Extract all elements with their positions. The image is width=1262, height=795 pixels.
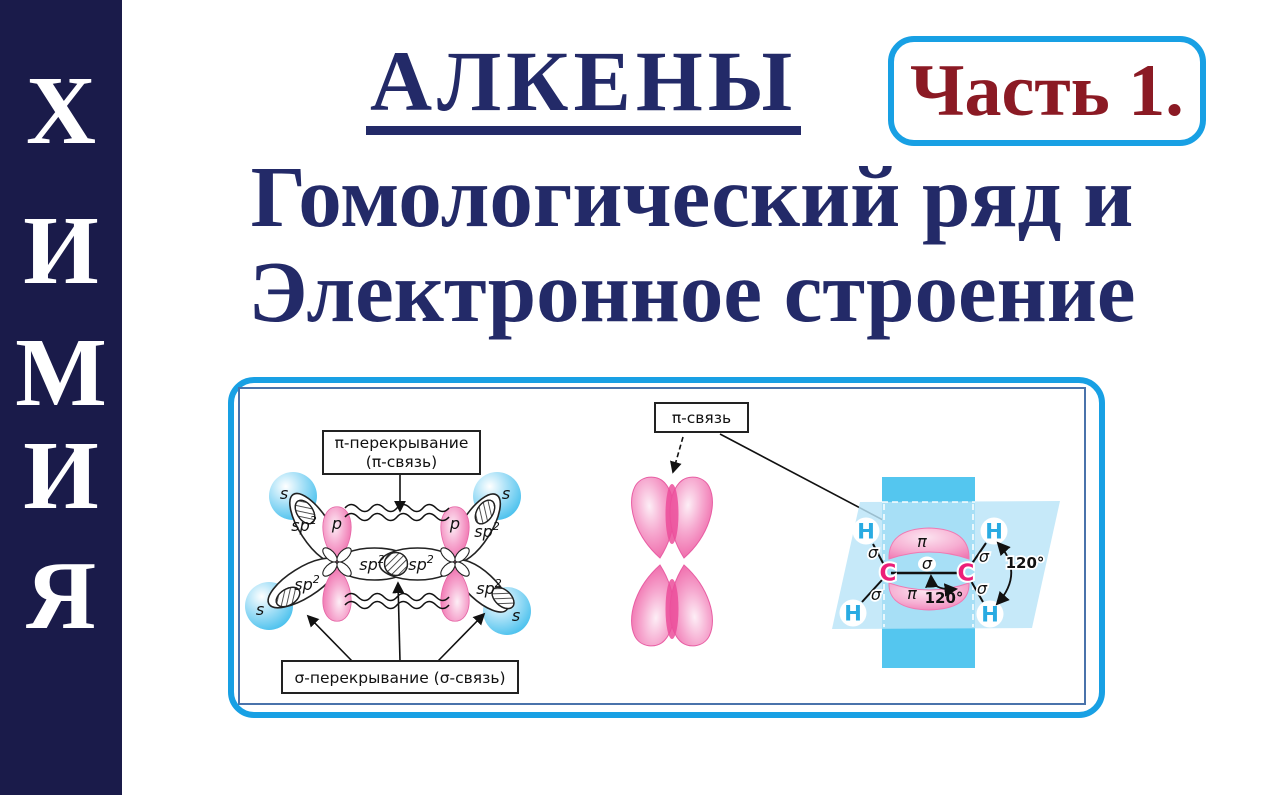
c-h-sigma-bonds <box>861 542 987 603</box>
sp2-base: sp <box>474 522 493 541</box>
hydrogen-label: H <box>844 602 862 626</box>
ethylene-geometry-figure: σ σ σ σ σ H H H H C C π π <box>832 477 1060 668</box>
sigma-label-backdrop <box>918 556 936 572</box>
sigma-bond-labels: σ σ σ σ <box>866 541 992 606</box>
part-badge: Часть 1. <box>888 36 1206 146</box>
sp2-label: sp2 <box>359 553 385 574</box>
sigma-bond-label: σ <box>871 585 882 604</box>
chemistry-sidebar: Х И М И Я <box>0 0 122 795</box>
sp2-sup: 2 <box>378 553 385 566</box>
p-orbital-label: p <box>449 514 460 533</box>
subtitle-line-2: Электронное строение <box>248 242 1136 340</box>
sidebar-letter: И <box>23 422 99 529</box>
s-orbital-label: s <box>512 606 520 625</box>
sp2-label: sp2 <box>476 577 502 598</box>
sp2-label: sp2 <box>291 514 317 535</box>
sp2-sup: 2 <box>427 553 434 566</box>
sp2-sup: 2 <box>313 573 320 586</box>
callout-arrows <box>306 474 486 662</box>
sp2-base: sp <box>291 516 310 535</box>
bond-angle-label: 120° <box>925 589 964 607</box>
hydrogen-label: H <box>857 520 875 544</box>
hidden-plane-edges <box>882 501 975 627</box>
orbital-diagram: π-перекрывание (π-связь) σ-перекрывание … <box>245 402 1060 694</box>
sp2-base: sp <box>294 575 313 594</box>
s-sp2-overlap-hatch <box>275 499 515 610</box>
sp2-sup: 2 <box>493 520 500 533</box>
sigma-overlap-hatch <box>383 551 409 577</box>
sp2-label: sp2 <box>408 553 434 574</box>
pi-bond-label-box: π-связь <box>654 402 749 433</box>
pi-cloud-label: π <box>917 532 927 551</box>
sp2-sup: 2 <box>310 514 317 527</box>
hydrogen-label: H <box>985 520 1003 544</box>
sidebar-letter: И <box>23 197 99 304</box>
sidebar-letter: М <box>15 319 107 426</box>
s-orbital-label: s <box>502 484 510 503</box>
sp2-base: sp <box>359 555 378 574</box>
pi-bond-label: π-связь <box>672 409 731 427</box>
pi-overlap-label-line1: π-перекрывание <box>335 434 469 452</box>
p-orbital-label: p <box>331 514 342 533</box>
pi-overlap-waves <box>344 503 450 610</box>
sp2-sup: 2 <box>495 577 502 590</box>
page-title: АЛКЕНЫ <box>366 36 802 136</box>
sidebar-letter: Х <box>25 57 97 164</box>
sigma-bond-label: σ <box>868 543 879 562</box>
carbon-label: C <box>880 561 897 587</box>
subtitle-line-1: Гомологический ряд и <box>250 148 1134 245</box>
carbon-label: C <box>958 561 975 587</box>
sp2-label: sp2 <box>294 573 320 594</box>
sp2-base: sp <box>408 555 427 574</box>
sigma-overlap-label-box: σ-перекрывание (σ-связь) <box>281 660 519 694</box>
hydrogen-atoms: H H H H <box>839 517 1008 628</box>
panel-inner-border <box>238 387 1086 705</box>
pi-cloud-label: π <box>907 584 917 603</box>
pi-overlap-label-box: π-перекрывание (π-связь) <box>322 430 481 475</box>
page-subtitle: Гомологический ряд и Электронное строени… <box>122 148 1262 340</box>
s-orbital-label: s <box>256 600 264 619</box>
sigma-bond-label: σ <box>979 547 990 566</box>
sp2-label: sp2 <box>474 520 500 541</box>
sp2-base: sp <box>476 579 495 598</box>
hydrogen-label: H <box>981 603 999 627</box>
bond-angle-arcs <box>925 541 1013 606</box>
sigma-bond-label: σ <box>922 554 933 573</box>
pi-overlap-label-line2: (π-связь) <box>366 453 437 471</box>
s-orbital-label: s <box>280 484 288 503</box>
sigma-overlap-label: σ-перекрывание (σ-связь) <box>294 669 505 687</box>
sidebar-letter: Я <box>25 542 97 649</box>
pi-bond-overlap-lens <box>665 484 679 639</box>
bond-angle-label: 120° <box>1006 554 1045 572</box>
sigma-bond-label: σ <box>977 579 988 598</box>
sp2-orbital-overlap-figure: π-перекрывание (π-связь) σ-перекрывание … <box>245 430 531 694</box>
orbital-diagram-panel: π-перекрывание (π-связь) σ-перекрывание … <box>228 377 1105 718</box>
